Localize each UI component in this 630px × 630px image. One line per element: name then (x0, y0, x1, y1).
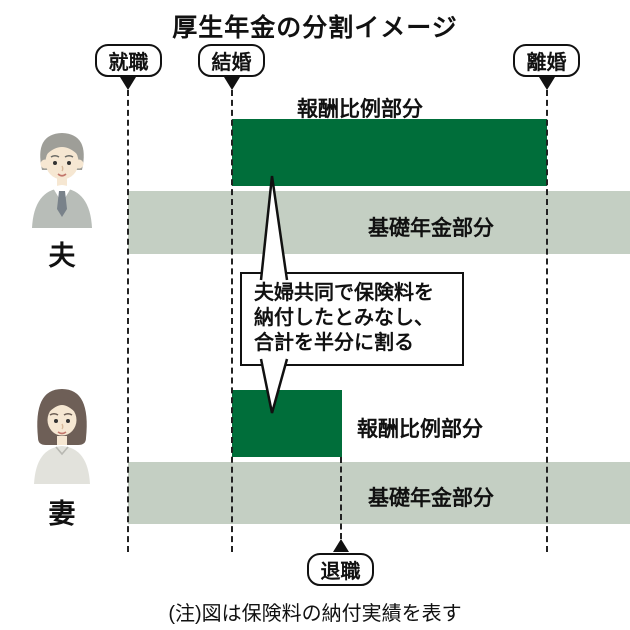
wife-avatar (34, 389, 90, 484)
milestone-pill-retirement: 退職 (307, 553, 374, 586)
wife-basic-label: 基礎年金部分 (368, 487, 494, 510)
milestone-pill-employment: 就職 (95, 44, 162, 77)
triangle-up-icon-retirement (333, 539, 349, 552)
divorce-dashed-line (546, 90, 548, 552)
wife-proportional-label: 報酬比例部分 (357, 418, 483, 441)
wife-name: 妻 (48, 499, 76, 529)
husband-name: 夫 (48, 241, 76, 271)
marriage-dashed-line (231, 90, 233, 552)
husband-proportional-bar (232, 119, 547, 186)
callout-line-2: 納付したとみなし、 (254, 307, 434, 329)
callout-box: 夫婦共同で保険料を 納付したとみなし、 合計を半分に割る (240, 272, 464, 366)
callout-line-1: 夫婦共同で保険料を (254, 282, 434, 304)
husband-basic-label: 基礎年金部分 (368, 217, 494, 240)
milestone-label-divorce: 離婚 (526, 52, 567, 74)
husband-avatar (32, 133, 92, 228)
milestone-label-retirement: 退職 (320, 561, 361, 583)
retirement-dashed-line (340, 457, 342, 539)
husband-proportional-label: 報酬比例部分 (297, 98, 423, 121)
triangle-down-icon-employment (120, 77, 136, 90)
employment-dashed-line (127, 90, 129, 552)
triangle-down-icon-marriage (224, 77, 240, 90)
wife-proportional-bar (232, 390, 342, 457)
footnote: (注)図は保険料の納付実績を表す (168, 603, 462, 625)
triangle-down-icon-divorce (539, 77, 555, 90)
milestone-pill-divorce: 離婚 (513, 44, 580, 77)
page-title: 厚生年金の分割イメージ (172, 14, 458, 42)
milestone-label-employment: 就職 (108, 52, 149, 74)
milestone-pill-marriage: 結婚 (198, 44, 265, 77)
milestone-label-marriage: 結婚 (211, 52, 252, 74)
callout-line-3: 合計を半分に割る (254, 332, 414, 354)
